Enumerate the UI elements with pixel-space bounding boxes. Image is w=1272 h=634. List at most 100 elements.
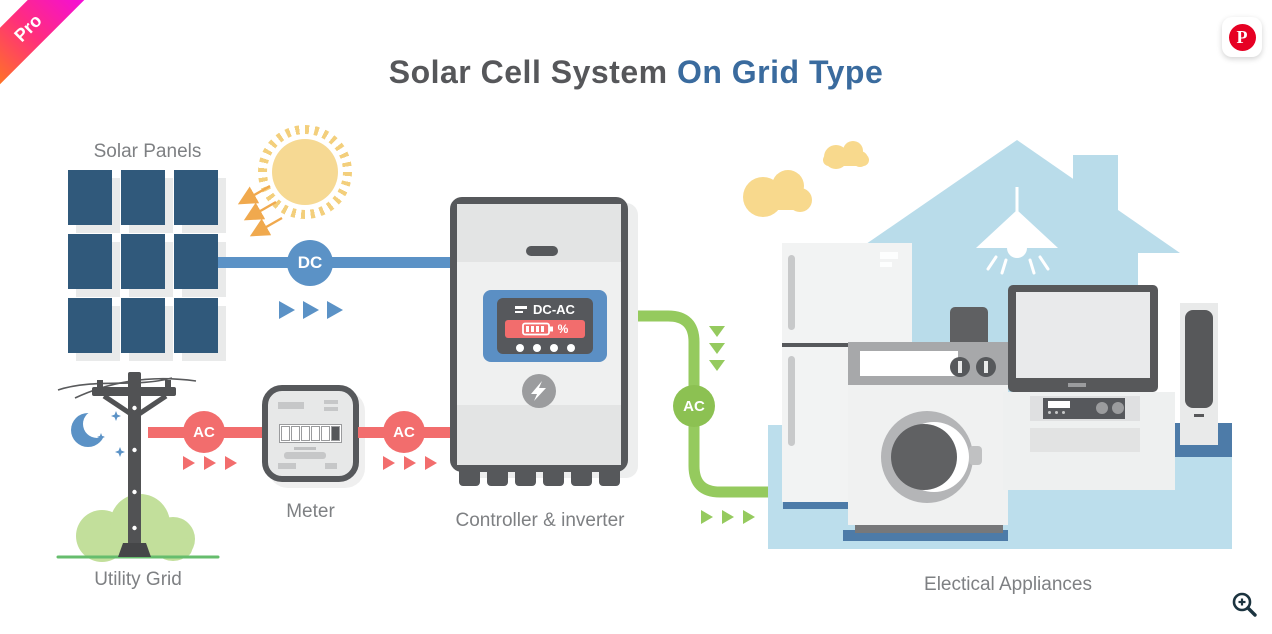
controller-connector bbox=[515, 470, 536, 486]
console-drawer bbox=[1030, 428, 1140, 452]
pinterest-letter: P bbox=[1236, 26, 1248, 47]
title-accent: On Grid Type bbox=[676, 54, 884, 90]
ac-badge-grid: AC bbox=[183, 411, 225, 453]
sunlight-arrows-icon bbox=[237, 184, 283, 237]
pole-bolts bbox=[132, 405, 137, 531]
refrigerator-logo bbox=[880, 252, 898, 259]
receiver-knob bbox=[1112, 402, 1124, 414]
pro-badge-label: Pro bbox=[9, 9, 46, 46]
solar-panel-cell bbox=[121, 170, 165, 225]
controller-label: Controller & inverter bbox=[455, 510, 625, 531]
display-mode-row: DC-AC bbox=[497, 302, 593, 317]
receiver-dot bbox=[1062, 411, 1065, 414]
solar-panel-array bbox=[68, 170, 218, 353]
ac-flow-arrow-icon bbox=[722, 510, 734, 524]
display-button-dot bbox=[532, 344, 541, 352]
display-button-dot bbox=[549, 344, 558, 352]
ac-flow-arrow-down-icon bbox=[709, 326, 725, 337]
controller-connector bbox=[599, 470, 620, 486]
receiver-display bbox=[1048, 401, 1070, 408]
battery-icon bbox=[521, 322, 553, 336]
ac-flow-arrow-down-icon bbox=[709, 343, 725, 354]
ac-flow-arrow-down-icon bbox=[709, 360, 725, 371]
receiver-dot bbox=[1048, 411, 1051, 414]
dc-flow-arrow-icon bbox=[327, 301, 343, 319]
pinterest-icon: P bbox=[1228, 23, 1256, 51]
battery-percent-text: % bbox=[557, 322, 569, 336]
meter-label: Meter bbox=[286, 501, 335, 522]
power-wire bbox=[57, 377, 173, 391]
meter-detail bbox=[325, 463, 337, 469]
controller-bottom-band bbox=[457, 405, 621, 465]
washing-machine-drawer bbox=[860, 351, 958, 376]
appliances-label: Electical Appliances bbox=[924, 574, 1092, 595]
ac-flow-arrow-icon bbox=[183, 456, 195, 470]
controller-connector bbox=[543, 470, 564, 486]
ac-flow-arrow-icon bbox=[743, 510, 755, 524]
meter-detail bbox=[284, 452, 326, 459]
solar-panel-cell bbox=[174, 170, 218, 225]
dc-flow-arrow-icon bbox=[279, 301, 295, 319]
washer-base bbox=[855, 525, 1003, 533]
zoom-in-button[interactable] bbox=[1230, 590, 1260, 620]
meter-detail bbox=[278, 463, 296, 469]
cloud-icon bbox=[823, 141, 869, 169]
zoom-in-icon bbox=[1232, 592, 1257, 617]
refrigerator-freezer bbox=[782, 243, 912, 347]
refrigerator-handle bbox=[788, 356, 795, 446]
pinterest-button[interactable]: P bbox=[1222, 17, 1262, 57]
meter-detail bbox=[324, 400, 338, 404]
receiver-dot bbox=[1055, 411, 1058, 414]
ac-badge-meter: AC bbox=[383, 411, 425, 453]
page-title: Solar Cell System On Grid Type bbox=[0, 54, 1272, 91]
ac-flow-arrow-icon bbox=[404, 456, 416, 470]
ac-flow-arrow-icon bbox=[383, 456, 395, 470]
speaker-dock-device bbox=[950, 307, 988, 347]
brand-lightning-icon bbox=[531, 381, 546, 401]
ac-flow-arrow-icon bbox=[225, 456, 237, 470]
washer-knob bbox=[950, 357, 970, 377]
washer-knob bbox=[976, 357, 996, 377]
sun-core bbox=[272, 139, 338, 205]
ac-flow-arrow-icon bbox=[701, 510, 713, 524]
utility-pole bbox=[128, 372, 141, 555]
meter-device bbox=[262, 385, 359, 482]
controller-connector bbox=[459, 470, 480, 486]
speaker-front bbox=[1185, 310, 1213, 408]
battery-status-bar: % bbox=[505, 320, 585, 338]
display-button-dot bbox=[515, 344, 524, 352]
speaker-port bbox=[1194, 414, 1204, 417]
controller-vent-slot bbox=[526, 246, 558, 256]
dc-line bbox=[218, 257, 450, 268]
ac-flow-arrow-icon bbox=[425, 456, 437, 470]
controller-connector bbox=[571, 470, 592, 486]
solar-panel-cell bbox=[68, 234, 112, 289]
solar-panels-label: Solar Panels bbox=[93, 141, 202, 162]
display-buttons bbox=[497, 344, 593, 352]
dc-flow-arrow-icon bbox=[303, 301, 319, 319]
meter-digit-display bbox=[279, 424, 342, 443]
pendant-lamp-icon bbox=[976, 187, 1058, 275]
solar-panel-cell bbox=[121, 234, 165, 289]
utility-grid-scene bbox=[56, 372, 220, 562]
washer-door-handle bbox=[969, 446, 982, 465]
pole-insulator bbox=[165, 380, 171, 388]
pole-base bbox=[118, 543, 151, 557]
display-mode-text: DC-AC bbox=[533, 302, 575, 317]
menu-icon bbox=[515, 306, 528, 313]
ac-flow-arrow-icon bbox=[204, 456, 216, 470]
dc-badge: DC bbox=[287, 240, 333, 286]
meter-detail bbox=[278, 402, 304, 409]
washer-door-drum bbox=[891, 424, 957, 490]
solar-panel-cell bbox=[68, 298, 112, 353]
controller-connector bbox=[487, 470, 508, 486]
tv-logo bbox=[1068, 383, 1086, 387]
brand-logo bbox=[522, 374, 556, 408]
meter-detail bbox=[324, 407, 338, 411]
star-icon bbox=[97, 411, 125, 457]
controller-display-panel: DC-AC % bbox=[483, 290, 607, 362]
refrigerator-handle bbox=[788, 255, 795, 330]
controller-inverter-device: DC-AC % bbox=[450, 197, 628, 472]
pole-insulator bbox=[97, 380, 103, 388]
